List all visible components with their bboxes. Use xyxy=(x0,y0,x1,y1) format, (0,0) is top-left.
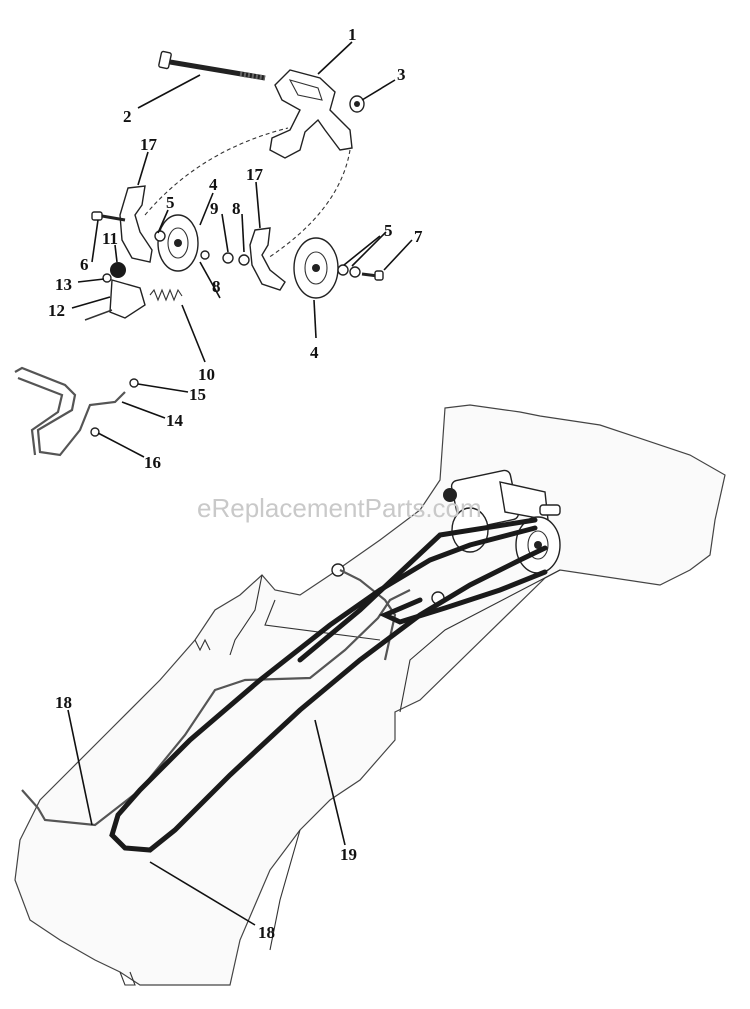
callout-8a: 8 xyxy=(232,199,241,218)
callout-6: 6 xyxy=(80,255,89,274)
nut-13 xyxy=(102,273,112,283)
knob-11 xyxy=(110,262,126,278)
callout-16: 16 xyxy=(144,453,161,472)
washers-right xyxy=(337,264,361,278)
watermark: eReplacementParts.com xyxy=(197,493,482,523)
bolt-7 xyxy=(361,270,384,281)
idler-arm-right xyxy=(249,227,286,291)
callout-13: 13 xyxy=(55,275,72,294)
idler-pulley-right xyxy=(293,237,339,299)
idler-bracket xyxy=(269,69,353,159)
callout-9: 9 xyxy=(210,199,219,218)
callout-15: 15 xyxy=(189,385,206,404)
callout-17b: 17 xyxy=(246,165,264,184)
callout-2: 2 xyxy=(123,107,132,126)
idler-pulley-left xyxy=(157,214,199,272)
drive-belt xyxy=(109,517,548,853)
callout-4b: 4 xyxy=(310,343,319,362)
callout-1: 1 xyxy=(348,25,357,44)
callout-5b: 5 xyxy=(384,221,393,240)
callout-17a: 17 xyxy=(140,135,158,154)
callout-8b: 8 xyxy=(212,277,221,296)
fastener-15 xyxy=(129,378,139,388)
callout-4a: 4 xyxy=(209,175,218,194)
callout-5a: 5 xyxy=(166,193,175,212)
callout-3: 3 xyxy=(397,65,406,84)
lever-12 xyxy=(84,279,146,321)
shift-rod xyxy=(14,366,126,457)
bolt xyxy=(158,50,266,81)
mower-deck-frame xyxy=(14,404,726,986)
callout-14: 14 xyxy=(166,411,184,430)
spring-10 xyxy=(149,288,183,302)
callout-labels: 1 2 3 4 4 5 5 6 7 8 8 9 10 11 12 13 14 1… xyxy=(48,25,423,942)
callout-18a: 18 xyxy=(55,693,72,712)
callout-12: 12 xyxy=(48,301,65,320)
callout-11: 11 xyxy=(102,229,118,248)
callout-18b: 18 xyxy=(258,923,275,942)
callout-10: 10 xyxy=(198,365,215,384)
leader-lines xyxy=(67,41,413,926)
nut xyxy=(349,95,365,113)
washers-left xyxy=(154,230,250,266)
control-rod xyxy=(21,569,411,827)
idler-arm-left xyxy=(119,185,153,263)
callout-19: 19 xyxy=(340,845,357,864)
callout-7: 7 xyxy=(414,227,423,246)
bolt-6 xyxy=(91,211,126,222)
fastener-16 xyxy=(90,427,100,437)
